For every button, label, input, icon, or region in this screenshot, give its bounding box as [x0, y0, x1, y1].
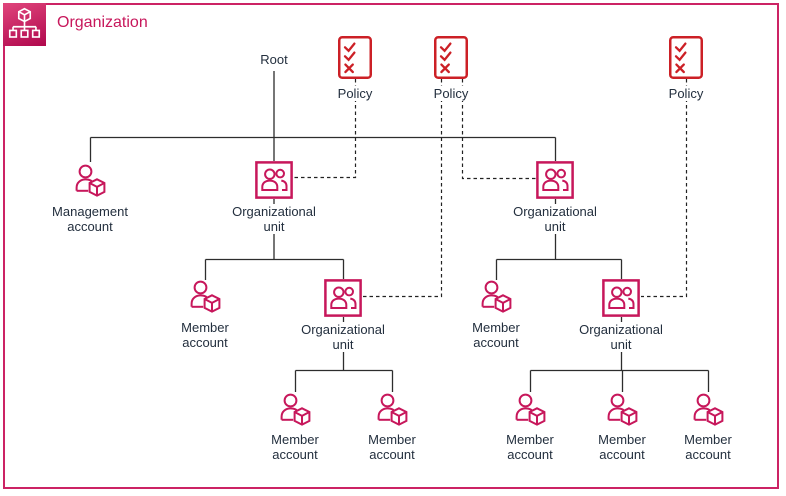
organizational-unit-node: Organizational unit [576, 279, 666, 352]
member-account-node: Member account [663, 391, 753, 462]
account-icon [604, 391, 640, 427]
node-label: Policy [641, 86, 731, 101]
member-account-node: Member account [160, 278, 250, 350]
policy-node: Policy [310, 36, 400, 101]
node-label: Member account [485, 432, 575, 462]
member-account-node: Member account [347, 391, 437, 462]
account-icon [690, 391, 726, 427]
account-icon [374, 391, 410, 427]
node-label: Member account [347, 432, 437, 462]
node-label: Member account [663, 432, 753, 462]
node-label: Organizational unit [576, 322, 666, 352]
organizational-unit-icon [536, 161, 574, 199]
member-account-node: Member account [451, 278, 541, 350]
diagram-border [3, 3, 779, 489]
member-account-node: Member account [485, 391, 575, 462]
account-icon [512, 391, 548, 427]
node-label: Organizational unit [229, 204, 319, 234]
account-icon [187, 278, 223, 314]
member-account-node: Member account [577, 391, 667, 462]
node-label: Organizational unit [510, 204, 600, 234]
organizational-unit-icon [324, 279, 362, 317]
organizations-icon-glyph [3, 3, 46, 46]
account-icon [478, 278, 514, 314]
policy-icon [434, 36, 468, 79]
node-label: Member account [160, 320, 250, 350]
node-label: Member account [577, 432, 667, 462]
organizational-unit-node: Organizational unit [298, 279, 388, 352]
organizational-unit-icon [602, 279, 640, 317]
node-label: Policy [406, 86, 496, 101]
organizations-icon [3, 3, 46, 46]
account-icon [277, 391, 313, 427]
account-icon [72, 162, 108, 198]
page-title: Organization [57, 14, 148, 31]
policy-node: Policy [406, 36, 496, 101]
policy-icon [338, 36, 372, 79]
node-label: Organizational unit [298, 322, 388, 352]
organizational-unit-icon [255, 161, 293, 199]
node-label: Management account [45, 204, 135, 234]
organizational-unit-node: Organizational unit [510, 161, 600, 234]
node-label: Policy [310, 86, 400, 101]
member-account-node: Member account [250, 391, 340, 462]
node-label: Member account [250, 432, 340, 462]
management-account-node: Management account [45, 162, 135, 234]
node-label: Member account [451, 320, 541, 350]
organizational-unit-node: Organizational unit [229, 161, 319, 234]
policy-icon [669, 36, 703, 79]
policy-node: Policy [641, 36, 731, 101]
root-node: Root [260, 52, 288, 67]
